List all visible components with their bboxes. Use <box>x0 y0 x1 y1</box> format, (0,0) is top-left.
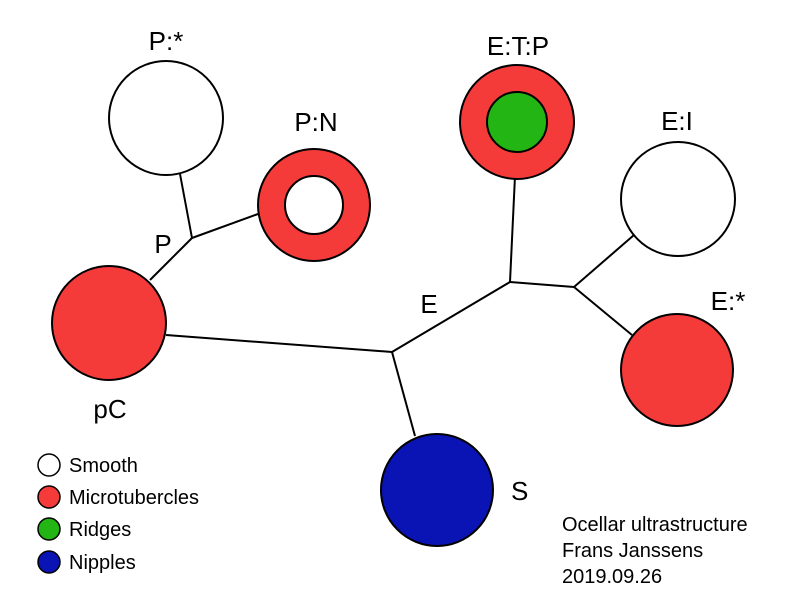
legend: Smooth Microtubercles Ridges Nipples <box>37 453 199 574</box>
legend-swatch-ridges <box>37 517 61 541</box>
label-p-star: P:* <box>149 26 184 56</box>
legend-swatch-microtubercles <box>37 485 61 509</box>
credit-title: Ocellar ultrastructure <box>562 514 748 536</box>
node-e-i <box>620 141 736 257</box>
branch-label-p: P <box>154 229 171 259</box>
edge-p-n <box>191 213 259 239</box>
legend-label-nipples: Nipples <box>69 552 136 574</box>
credit-block: Ocellar ultrastructure Frans Janssens 20… <box>562 512 748 590</box>
node-p-star <box>108 60 224 176</box>
tree-edges <box>149 173 635 437</box>
node-e-star <box>620 313 734 427</box>
label-pc: pC <box>93 394 126 424</box>
label-s: S <box>511 476 528 506</box>
edge-root-e <box>391 281 511 353</box>
edge-root-s <box>391 351 416 437</box>
edge-e-split <box>509 281 575 288</box>
node-s <box>380 433 494 547</box>
node-p-n-core <box>284 175 344 235</box>
legend-swatch-smooth <box>37 453 61 477</box>
node-e-t-p-core <box>486 91 548 153</box>
edge-pc-root <box>165 334 393 353</box>
edge-e-t-p <box>509 175 516 283</box>
label-e-t-p: E:T:P <box>487 31 549 61</box>
edge-e-star <box>573 286 633 336</box>
label-p-n: P:N <box>294 107 337 137</box>
legend-label-ridges: Ridges <box>69 519 131 541</box>
credit-author: Frans Janssens <box>562 540 704 562</box>
legend-label-smooth: Smooth <box>69 455 138 477</box>
label-e-star: E:* <box>711 286 746 316</box>
label-e-i: E:I <box>661 106 693 136</box>
edge-e-i <box>573 234 635 288</box>
node-pc <box>51 265 167 381</box>
edge-p-pc <box>149 237 193 281</box>
credit-date: 2019.09.26 <box>562 566 663 588</box>
legend-swatch-nipples <box>37 550 61 574</box>
edge-p-star <box>179 173 193 239</box>
branch-label-e: E <box>420 289 437 319</box>
legend-label-microtubercles: Microtubercles <box>69 487 199 509</box>
